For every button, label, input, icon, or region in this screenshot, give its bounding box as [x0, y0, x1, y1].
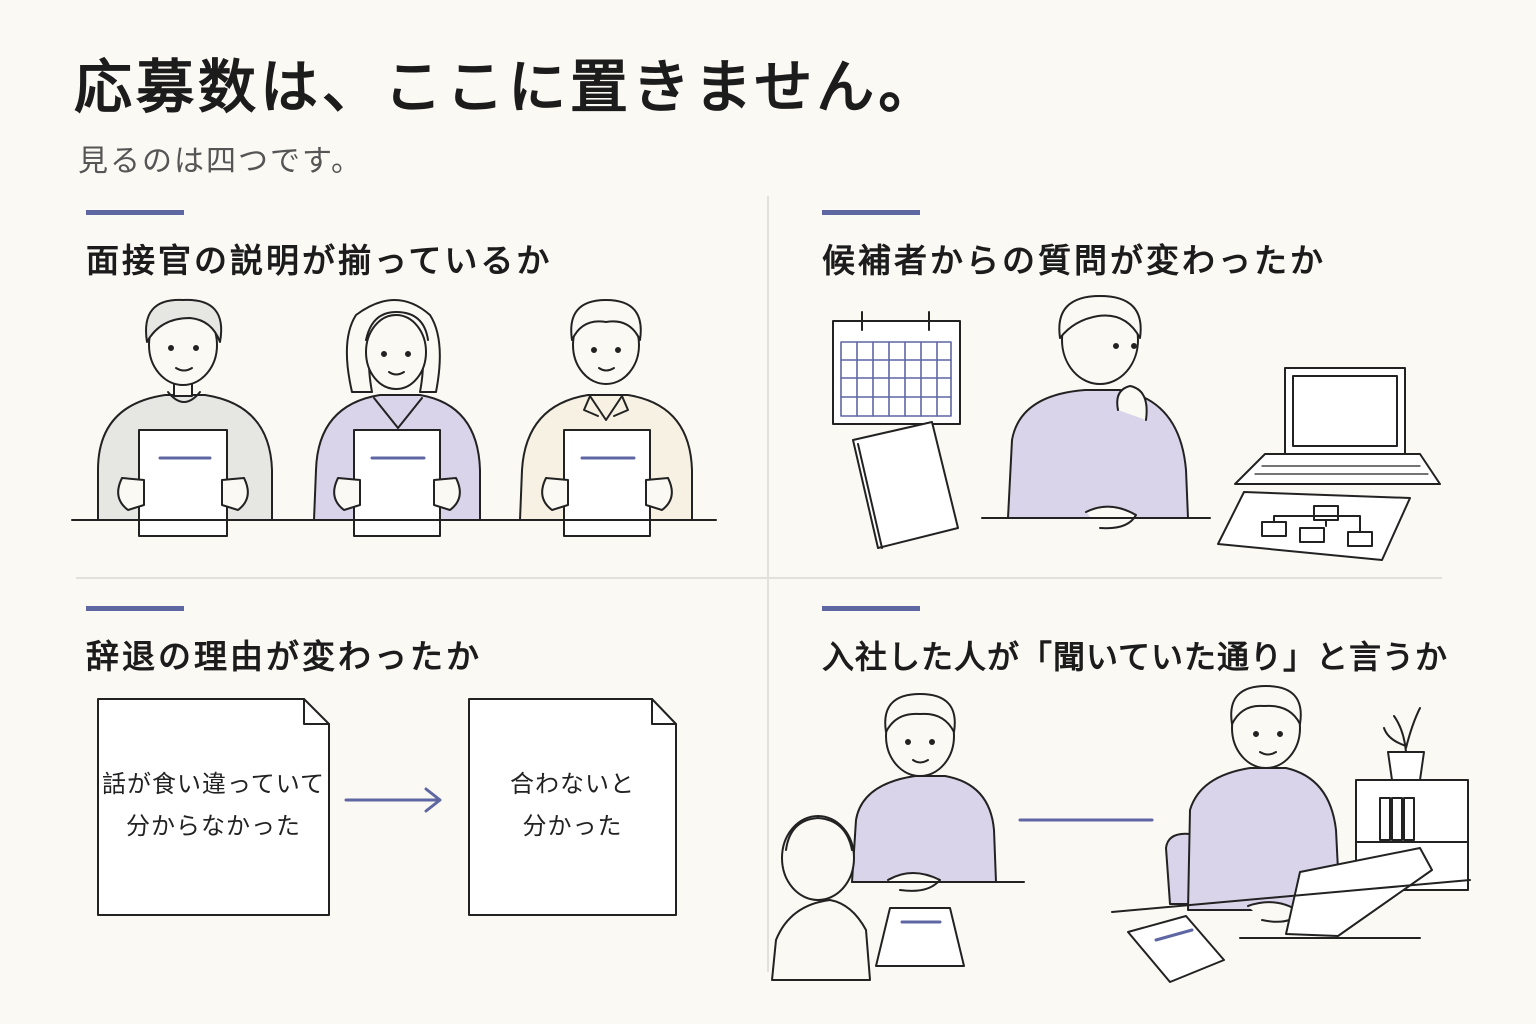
- horizontal-divider: [76, 577, 1442, 579]
- calendar-icon: [832, 311, 961, 425]
- document-after: 合わないと 分かった: [469, 740, 676, 870]
- document-after-line-1: 合わないと: [510, 770, 635, 798]
- interviewer-seated-figure: [851, 693, 1025, 892]
- document-fold: [303, 698, 330, 725]
- candidate-figure: [981, 295, 1211, 530]
- desk-edge: [1111, 879, 1471, 913]
- notebook-icon: [852, 421, 959, 549]
- panel-accent-bar: [822, 606, 920, 611]
- laptop-icon: [1239, 847, 1433, 939]
- panel-accent-bar: [822, 210, 920, 215]
- interviewer-figure-3: [519, 299, 693, 537]
- paper-on-desk: [875, 907, 965, 967]
- document-before-line-2: 分からなかった: [126, 812, 301, 840]
- new-hire-figure: [1165, 685, 1341, 923]
- panel-heading-candidate-questions: 候補者からの質問が変わったか: [822, 241, 1326, 280]
- panel-heading-interviewers: 面接官の説明が揃っているか: [86, 241, 553, 280]
- page-title: 応募数は、ここに置きません。: [74, 53, 941, 121]
- panel-heading-decline-reasons: 辞退の理由が変わったか: [86, 637, 482, 676]
- document-after-line-2: 分かった: [522, 812, 623, 840]
- laptop-icon: [1234, 367, 1441, 485]
- vertical-divider: [767, 196, 769, 972]
- org-chart-icon: [1217, 491, 1411, 561]
- arrow-right-icon: [344, 787, 442, 813]
- plant-icon: [1383, 707, 1425, 781]
- panel-accent-bar: [86, 606, 184, 611]
- document-after-shape: [468, 698, 677, 916]
- document-fold: [651, 698, 677, 725]
- document-before-line-1: 話が食い違っていて: [101, 770, 326, 798]
- document-before: 話が食い違っていて 分からなかった: [98, 740, 329, 870]
- interviewer-figure-1: [97, 298, 273, 537]
- paper-on-desk: [1127, 915, 1225, 983]
- panel-heading-new-hires: 入社した人が「聞いていた通り」と言うか: [822, 638, 1449, 676]
- page-subtitle: 見るのは四つです。: [78, 144, 363, 179]
- candidate-back-figure: [771, 815, 871, 981]
- document-before-shape: [97, 698, 330, 916]
- interviewer-figure-2: [313, 299, 481, 537]
- panel-accent-bar: [86, 210, 184, 215]
